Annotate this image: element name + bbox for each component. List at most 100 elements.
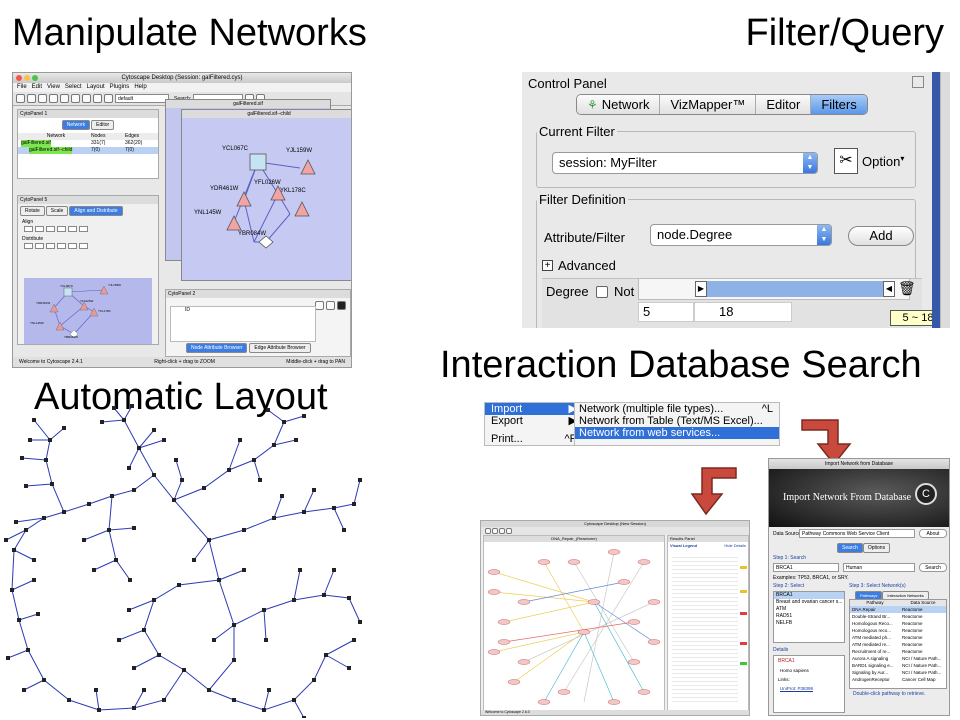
pathway-row[interactable]: Homologous Reco...Reactome — [850, 620, 946, 627]
result-item[interactable]: NELFB — [776, 620, 793, 626]
align-middle-button[interactable] — [68, 226, 77, 232]
menu-help[interactable]: Help — [134, 84, 147, 90]
distribute-center-button[interactable] — [35, 243, 44, 249]
not-checkbox[interactable] — [596, 286, 608, 298]
pathway-row[interactable]: ATM mediated ph...Reactome — [850, 634, 946, 641]
network-window-child[interactable]: galFiltered.sif--child YCL067C YJL159W Y… — [181, 109, 351, 281]
tab-editor[interactable]: Editor — [756, 95, 812, 114]
align-left-button[interactable] — [24, 226, 33, 232]
node-triangle[interactable] — [294, 201, 310, 217]
trash-icon[interactable]: 🗑 — [898, 280, 916, 296]
node-triangle[interactable] — [226, 215, 242, 231]
menu-plugins[interactable]: Plugins — [109, 84, 130, 90]
zoom-out-icon[interactable] — [49, 94, 58, 103]
network-row[interactable]: galFiltered.sif 331(7) 362(20) — [18, 140, 158, 147]
zoom-selected-icon[interactable] — [60, 94, 69, 103]
minimize-icon[interactable] — [24, 75, 30, 81]
attribute-select-icon[interactable] — [315, 301, 324, 310]
pathway-row[interactable]: BARD1 signaling e...NCI / Nature Path... — [850, 662, 946, 669]
degree-range-slider[interactable]: ▶ ◀ — [638, 278, 910, 300]
zoom-in-icon[interactable] — [499, 528, 505, 534]
zoom-out-icon[interactable] — [506, 528, 512, 534]
tab-options[interactable]: Options — [862, 543, 891, 553]
distribute-middle-button[interactable] — [68, 243, 77, 249]
align-right-button[interactable] — [46, 226, 55, 232]
distribute-left-button[interactable] — [24, 243, 33, 249]
open-icon[interactable] — [16, 94, 25, 103]
result-item[interactable]: ATM — [776, 606, 787, 612]
node-triangle[interactable] — [236, 191, 252, 207]
save-icon[interactable] — [492, 528, 498, 534]
pathway-row[interactable]: Signaling by Aur...NCI / Nature Path... — [850, 669, 946, 676]
zoom-hundred-icon[interactable] — [82, 94, 91, 103]
tab-filters[interactable]: Filters — [811, 95, 867, 114]
range-high-field[interactable]: 18 — [694, 302, 792, 322]
tab-editor[interactable]: Editor — [91, 120, 115, 130]
distribute-right-button[interactable] — [46, 243, 55, 249]
tab-scale[interactable]: Scale — [45, 206, 69, 216]
filter-edit-icon[interactable]: ✂ — [834, 148, 858, 174]
tab-node-attribute-browser[interactable]: Node Attribute Browser — [186, 343, 248, 353]
search-button[interactable]: Search — [919, 563, 947, 572]
network-row[interactable]: galFiltered.sif--child 7(0) 7(0) — [18, 147, 158, 154]
save-icon[interactable] — [27, 94, 36, 103]
align-bottom-button[interactable] — [79, 226, 88, 232]
float-panel-icon[interactable] — [912, 76, 924, 88]
pathway-row[interactable]: Double-Strand Br...Reactome — [850, 613, 946, 620]
menu-edit[interactable]: Edit — [31, 84, 43, 90]
network-overview[interactable]: YCL067C YJL159W YDR461W YFL026W YNL145W … — [24, 278, 152, 344]
node-diamond[interactable] — [258, 235, 274, 249]
result-item[interactable]: Breast and ovarian cancer s... — [776, 599, 843, 605]
slider-right-thumb[interactable]: ◀ — [883, 281, 895, 297]
db-search-input[interactable]: BRCA1 — [773, 563, 839, 572]
menu-item-export[interactable]: Export▶ — [485, 415, 583, 427]
tab-rotate[interactable]: Rotate — [20, 206, 45, 216]
menu-item-network-web[interactable]: Network from web services... — [575, 427, 779, 439]
vizmapper-icon[interactable] — [104, 94, 113, 103]
pathway-row[interactable]: Recruitment of re...Reactome — [850, 648, 946, 655]
data-source-select[interactable]: Pathway Commons Web Service Client — [799, 529, 915, 538]
menu-item-import[interactable]: Import▶ — [485, 403, 583, 415]
expand-plus-icon[interactable]: + — [542, 260, 553, 271]
node-triangle[interactable] — [270, 185, 286, 201]
node-square[interactable] — [249, 153, 267, 171]
menu-layout[interactable]: Layout — [86, 84, 105, 90]
zoom-icon[interactable] — [32, 75, 38, 81]
visual-style-select[interactable]: default — [115, 94, 169, 103]
align-top-button[interactable] — [57, 226, 66, 232]
menu-item-network-file[interactable]: Network (multiple file types)...^L — [575, 403, 779, 415]
tab-search[interactable]: Search — [837, 543, 863, 553]
distribute-bottom-button[interactable] — [79, 243, 88, 249]
tab-vizmapper[interactable]: VizMapper™ — [660, 95, 757, 114]
open-icon[interactable] — [485, 528, 491, 534]
species-select[interactable]: Human — [843, 563, 915, 572]
attribute-table[interactable]: ID — [170, 306, 316, 342]
menu-select[interactable]: Select — [64, 84, 82, 90]
zoom-fit-icon[interactable] — [71, 94, 80, 103]
tab-network[interactable]: Network — [61, 120, 91, 130]
control-panel-scrollbar[interactable] — [940, 72, 950, 328]
pathway-row[interactable]: ATM mediated re...Reactome — [850, 641, 946, 648]
menu-view[interactable]: View — [47, 84, 60, 90]
delete-icon[interactable] — [93, 94, 102, 103]
close-icon[interactable] — [16, 75, 22, 81]
about-button[interactable]: About — [919, 529, 947, 538]
result-item[interactable]: RAD51 — [776, 613, 793, 619]
uniprot-link[interactable]: UniProt: P38398 — [780, 686, 814, 691]
filter-select[interactable]: session: MyFilter ▲▼ — [552, 152, 818, 174]
search-results-list[interactable]: BRCA1 Breast and ovarian cancer s... ATM… — [773, 591, 845, 643]
node-triangle[interactable] — [300, 159, 316, 175]
tab-network[interactable]: ⚘Network — [577, 95, 661, 114]
option-menu[interactable]: Option▾ — [862, 154, 904, 169]
add-button[interactable]: Add — [848, 226, 914, 246]
pathway-network-view[interactable]: DNA_Repair_(Reactome) — [483, 535, 665, 711]
distribute-top-button[interactable] — [57, 243, 66, 249]
menu-file[interactable]: File — [17, 84, 27, 90]
menu-item-network-table[interactable]: Network from Table (Text/MS Excel)... — [575, 415, 779, 427]
attribute-select[interactable]: node.Degree ▲▼ — [650, 224, 832, 246]
tab-align-distribute[interactable]: Align and Distribute — [69, 206, 123, 216]
